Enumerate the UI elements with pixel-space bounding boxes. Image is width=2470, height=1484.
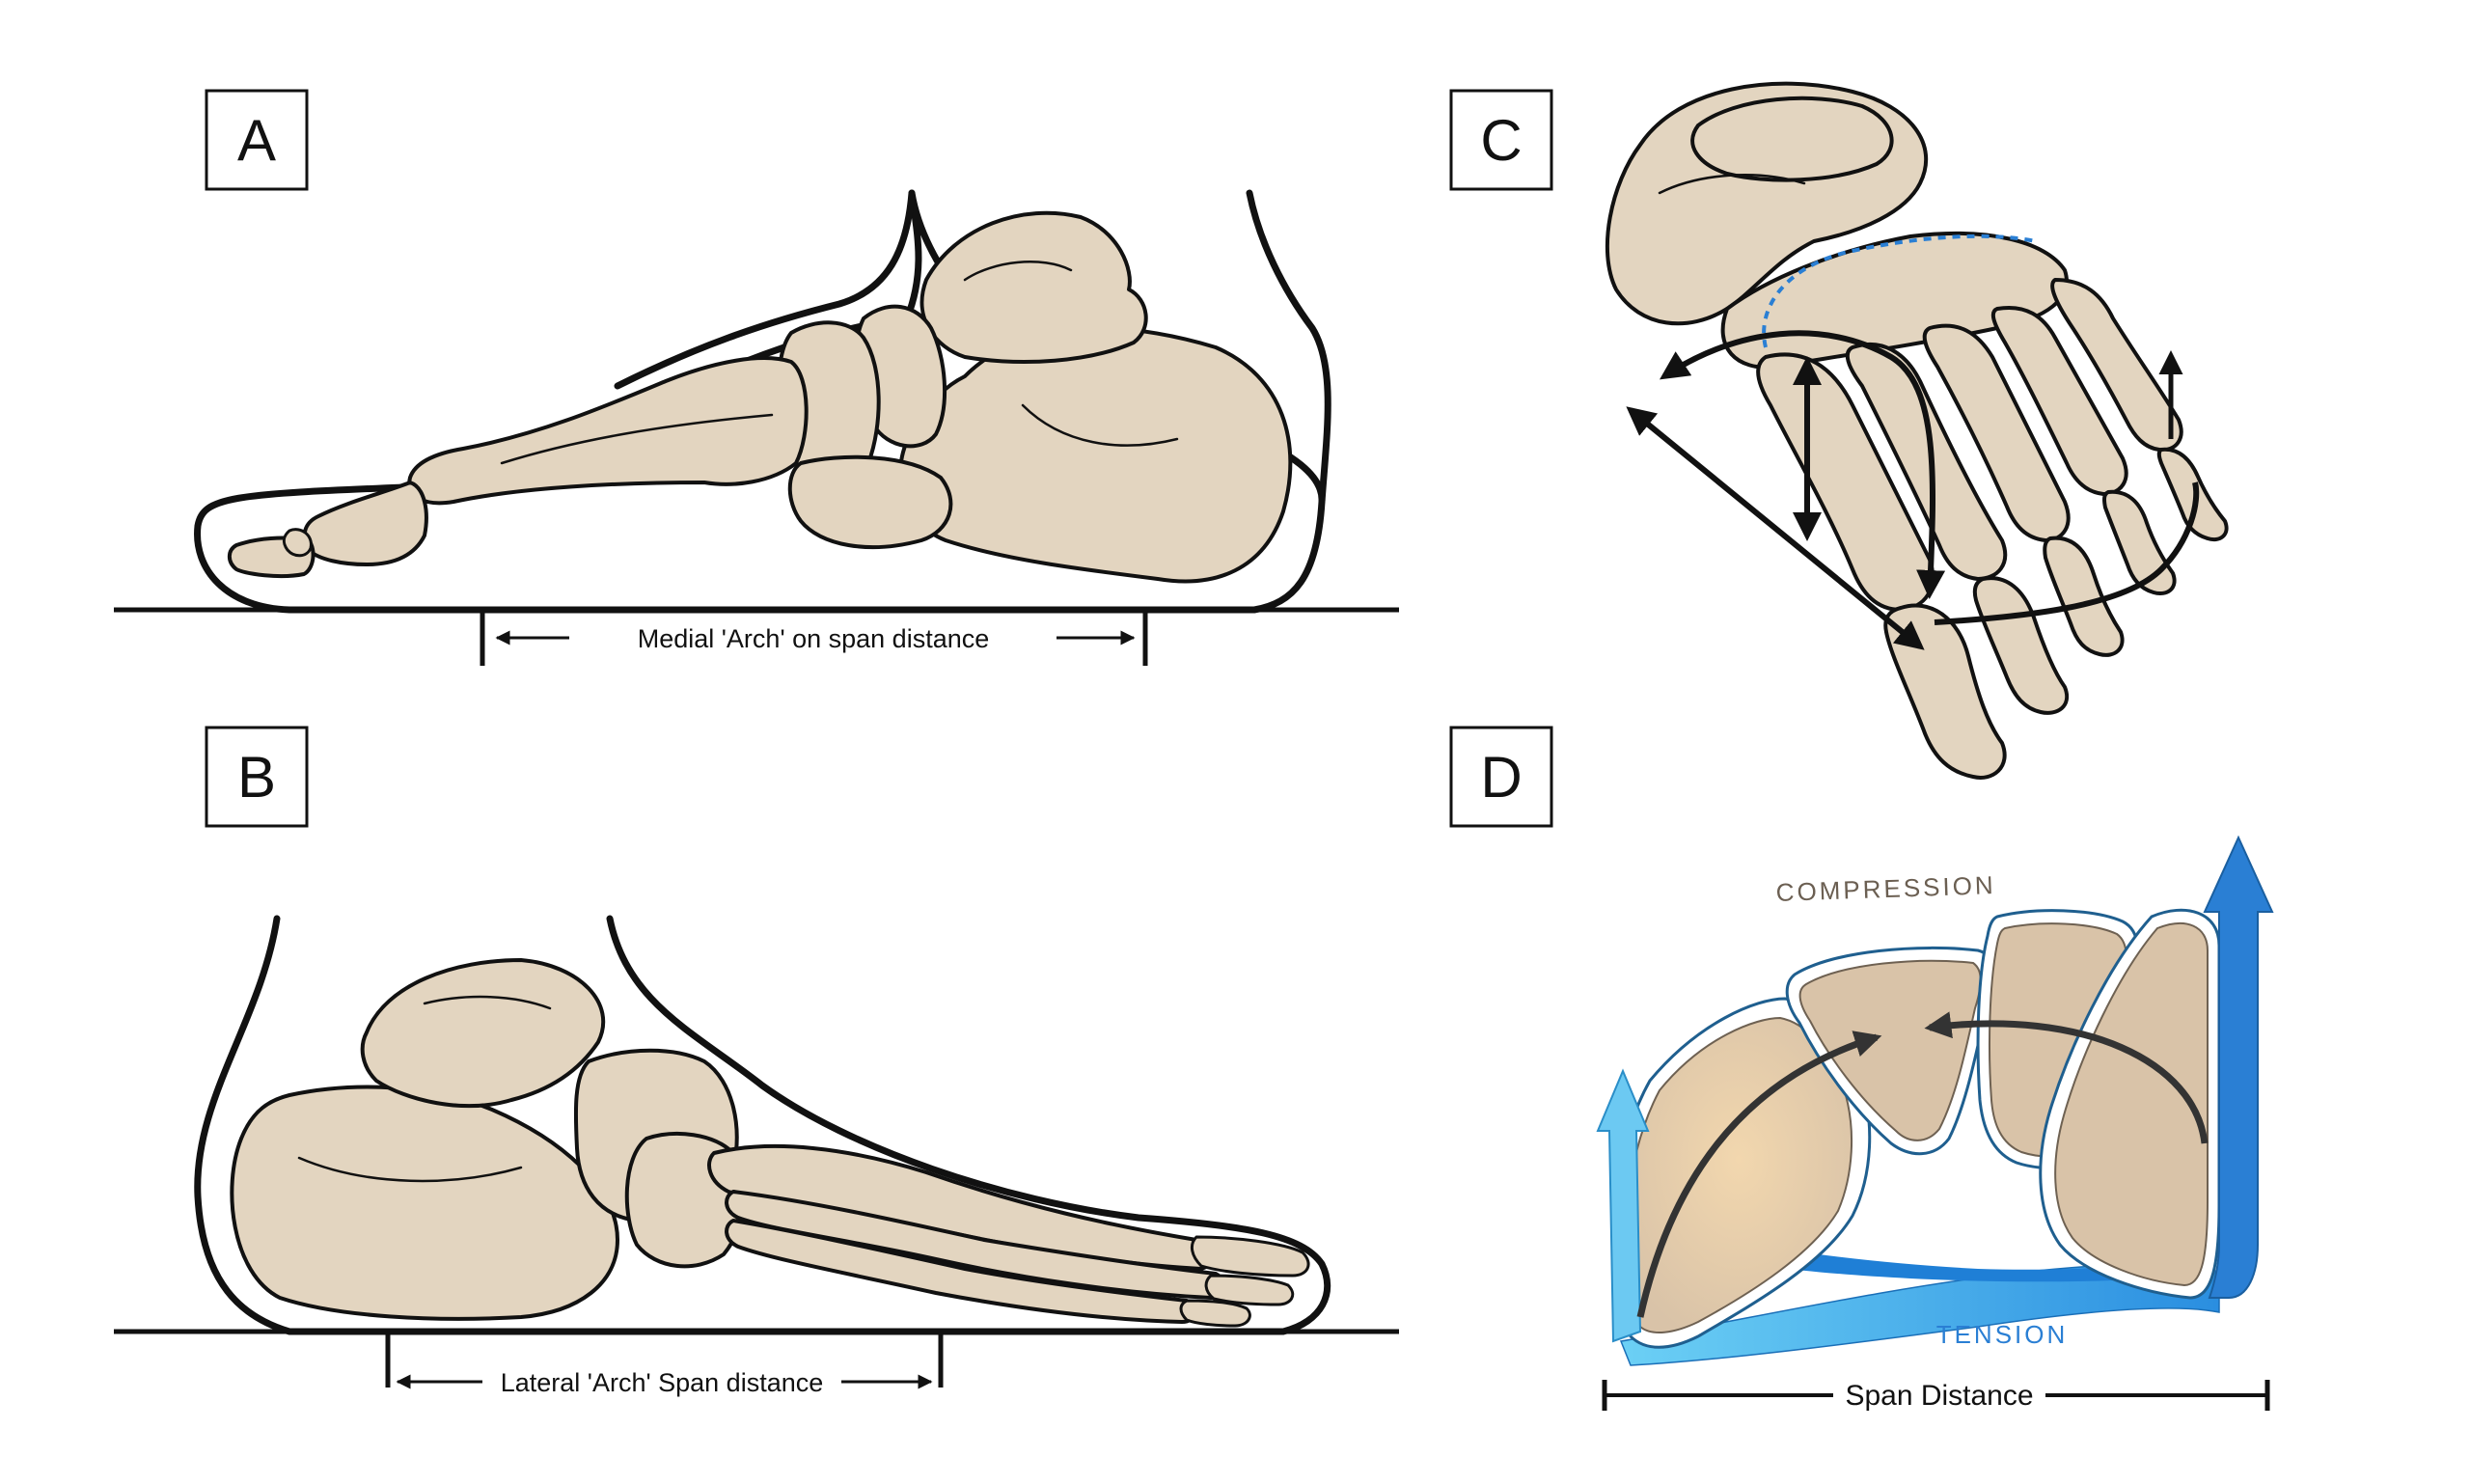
span-distance-label: Span Distance (1845, 1380, 2033, 1412)
lateral-toe-bone-3 (1179, 1299, 1251, 1328)
block-right (2054, 921, 2209, 1287)
panel-d-label: D (1480, 745, 1522, 810)
lateral-metatarsal-bone-3 (725, 1219, 1197, 1324)
block-left (1624, 1016, 1853, 1333)
compression-arrow-left (1636, 1031, 1882, 1318)
dorsal-toe-3 (2043, 536, 2125, 657)
metatarsal-detail (500, 413, 774, 465)
medial-span-label: Medial 'Arch' on span distance (638, 624, 990, 653)
panel-d: D COMPRESSION TENSION (1449, 726, 2274, 1412)
arch-blocks (1610, 908, 2221, 1349)
compression-arrow-right (1924, 1011, 2209, 1144)
medial-lower-bone (787, 454, 953, 550)
panel-b: B Lateral 'Arch' Span distance (114, 726, 1399, 1397)
talus-detail (963, 261, 1073, 282)
panel-d-label-box (1449, 726, 1553, 828)
lateral-toe-bone-2 (1204, 1274, 1295, 1306)
first-metatarsal-bone (407, 356, 809, 506)
proximal-phalanx-bone (302, 481, 428, 566)
lateral-toe-bone-1 (1190, 1235, 1310, 1278)
medial-heel-line (1246, 189, 1331, 506)
arch-curve-arrow (1660, 330, 1946, 599)
panel-b-label-box (205, 726, 309, 828)
sesamoid-bone (282, 528, 313, 558)
calcaneus-bone (898, 326, 1293, 584)
lateral-talus-detail (423, 995, 552, 1010)
lateral-calcaneus-detail (297, 1156, 523, 1183)
panel-a-label-box (205, 89, 309, 191)
lateral-foot-outline (194, 915, 1331, 1335)
dorsal-talus-bone (1690, 96, 1894, 182)
tension-up-arrow-left (1596, 1068, 1650, 1343)
tension-band (1619, 1262, 2220, 1366)
transverse-arch-dotted-line (1762, 234, 2037, 348)
medial-foot-bones (227, 210, 1293, 584)
panel-c: C (1449, 81, 2229, 780)
tension-band-upper (1698, 1235, 2219, 1282)
block-mid-left (1798, 959, 1982, 1141)
talus-bone (919, 210, 1148, 364)
panel-a-label: A (237, 108, 276, 173)
dorsal-foot-bones (1605, 81, 2229, 780)
transverse-curve-line (1934, 481, 2200, 625)
panel-b-label: B (237, 745, 276, 810)
lateral-talus-bone (360, 958, 606, 1109)
lateral-foot-bones (230, 958, 1310, 1328)
lateral-calcaneus-bone (230, 1085, 619, 1321)
tension-label: TENSION (1936, 1320, 2069, 1349)
panel-c-label: C (1480, 108, 1522, 173)
panel-a: A (114, 89, 1399, 666)
dorsal-toe-5 (2156, 447, 2229, 541)
tension-up-arrow-right (2203, 835, 2274, 1299)
span-diagonal-arrow (1626, 406, 1925, 650)
lateral-span-label: Lateral 'Arch' Span distance (501, 1368, 824, 1397)
dorsal-toe-2 (1972, 576, 2069, 715)
dorsal-toe-4 (2102, 489, 2177, 595)
medial-ankle-line (614, 189, 916, 390)
dorsal-metatarsal-4 (1990, 305, 2128, 496)
panel-c-label-box (1449, 89, 1553, 191)
calcaneus-detail (1021, 403, 1179, 447)
compression-label: COMPRESSION (1775, 870, 1996, 907)
dorsal-heel-detail (1658, 174, 1806, 195)
